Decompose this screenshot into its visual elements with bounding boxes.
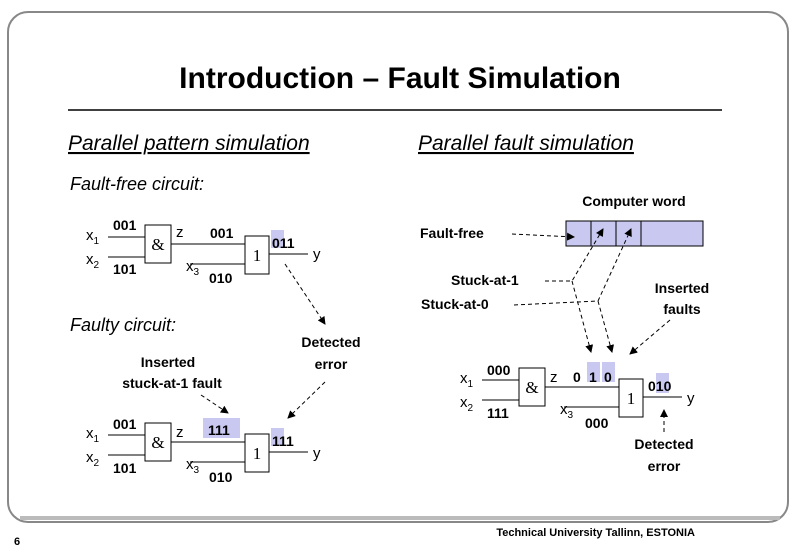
arrow-inserted-fault — [200, 394, 229, 414]
z-highlight — [203, 418, 240, 438]
arrow-stuck-at-1-word — [545, 228, 604, 282]
x2-value: 111 — [487, 405, 509, 421]
slide-title: Introduction – Fault Simulation — [179, 62, 621, 95]
x2-value: 101 — [113, 261, 137, 277]
fault-free-circuit: & 1 x1 x2 001 101 z 001 x3 010 011 y — [86, 217, 321, 286]
stuck-at-0-label: Stuck-at-0 — [421, 296, 489, 312]
z-label: z — [176, 224, 184, 241]
inserted-faults-line2: faults — [663, 301, 701, 317]
computer-word-label: Computer word — [582, 193, 685, 209]
z-bit-2: 0 — [604, 369, 612, 385]
or-gate — [618, 378, 644, 418]
inserted-fault-line1: Inserted — [141, 354, 195, 370]
or-gate — [244, 235, 270, 275]
and-gate — [144, 422, 172, 462]
output-highlight — [656, 373, 669, 393]
y-value: 011 — [272, 235, 295, 251]
z-bit-1: 1 — [589, 369, 597, 385]
or-gate — [244, 433, 270, 473]
y-label: y — [687, 390, 695, 407]
arrow-fault-free — [511, 232, 575, 241]
and-symbol: & — [151, 235, 164, 254]
z-label: z — [550, 369, 558, 386]
x1-value: 001 — [113, 416, 137, 432]
and-symbol: & — [525, 378, 538, 397]
z-label: z — [176, 424, 184, 441]
arrow-to-detected-top — [284, 263, 326, 325]
z-bit-0: 0 — [573, 369, 581, 385]
z-bit-highlight-1 — [587, 362, 600, 382]
y-label: y — [313, 445, 321, 462]
y-value: 010 — [648, 378, 672, 394]
fault-sim-circuit: & 1 x1 x2 000 111 z 0 1 0 x3 000 010 y — [460, 362, 695, 431]
right-detected-error-line2: error — [648, 458, 681, 474]
arrow-to-detected-bottom — [287, 381, 326, 419]
faulty-circuit: & 1 x1 x2 001 101 z 111 x3 010 111 y — [86, 416, 321, 485]
x2-value: 101 — [113, 460, 137, 476]
and-symbol: & — [151, 433, 164, 452]
inserted-fault-line2: stuck-at-1 fault — [122, 375, 222, 391]
arrow-inserted-faults — [629, 319, 671, 355]
or-symbol: 1 — [253, 444, 262, 463]
frame-shadow — [20, 516, 780, 520]
left-detected-error-line2: error — [315, 356, 348, 372]
arrow-stuck-at-0-bit — [597, 300, 615, 353]
x3-value: 000 — [585, 415, 609, 431]
right-heading: Parallel fault simulation — [418, 132, 634, 155]
x3-value: 010 — [209, 270, 233, 286]
footer-text: Technical University Tallinn, ESTONIA — [496, 527, 695, 539]
output-highlight — [271, 230, 284, 248]
fault-free-circuit-label: Fault-free circuit: — [70, 174, 204, 194]
computer-word — [565, 220, 704, 247]
and-gate — [144, 224, 172, 264]
x1-value: 000 — [487, 362, 511, 378]
faulty-circuit-label: Faulty circuit: — [70, 315, 176, 335]
y-label: y — [313, 246, 321, 263]
arrow-stuck-at-1-bit — [571, 280, 594, 353]
or-symbol: 1 — [627, 389, 636, 408]
slide-frame — [7, 11, 789, 523]
x3-value: 010 — [209, 469, 233, 485]
right-detected-error-line1: Detected — [634, 436, 693, 452]
stuck-at-1-label: Stuck-at-1 — [451, 272, 519, 288]
z-value: 111 — [208, 422, 230, 438]
or-symbol: 1 — [253, 246, 262, 265]
x1-value: 001 — [113, 217, 137, 233]
left-detected-error-line1: Detected — [301, 334, 360, 350]
z-value: 001 — [210, 225, 234, 241]
output-highlight — [271, 428, 284, 446]
z-bit-highlight-2 — [602, 362, 615, 382]
page-number: 6 — [14, 536, 20, 548]
left-heading: Parallel pattern simulation — [68, 132, 310, 155]
y-value: 111 — [272, 433, 294, 449]
inserted-faults-line1: Inserted — [655, 280, 709, 296]
fault-free-label: Fault-free — [420, 225, 484, 241]
